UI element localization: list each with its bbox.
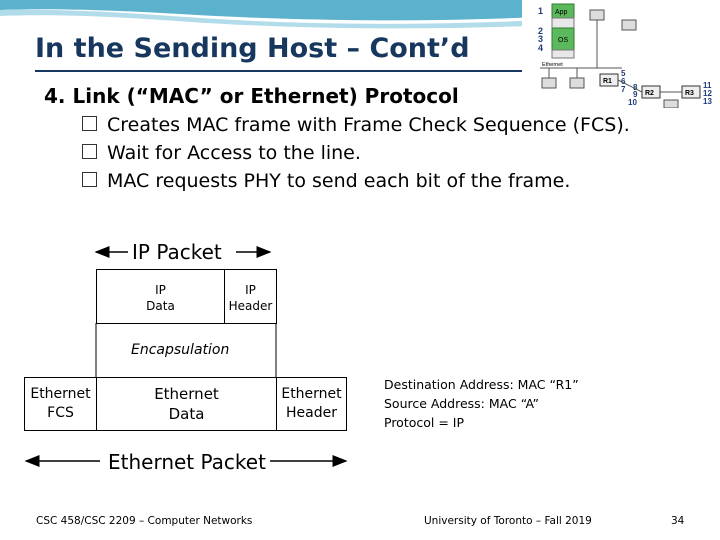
checkbox-bullet-icon bbox=[82, 144, 97, 159]
thumb-num: 11 bbox=[703, 81, 712, 90]
thumb-num: 12 bbox=[703, 89, 712, 98]
thumb-ethernet-label: Ethernet bbox=[542, 62, 563, 68]
bullet-item: Wait for Access to the line. bbox=[82, 142, 361, 164]
computer-icon bbox=[621, 19, 637, 31]
computer-icon bbox=[589, 9, 605, 21]
thumb-num: 7 bbox=[621, 85, 626, 94]
thumb-num: 8 bbox=[633, 83, 638, 92]
ethernet-fcs-cell: Ethernet FCS bbox=[24, 377, 97, 431]
thumb-layer-1: 1 bbox=[538, 6, 543, 16]
ip-packet-label: IP Packet bbox=[132, 240, 222, 264]
thumb-layer-4: 4 bbox=[538, 43, 543, 53]
thumb-num: 5 bbox=[621, 69, 626, 78]
network-thumbnail: 1 2 3 4 App OS Ethernet R1 5 6 7 8 9 10 … bbox=[522, 0, 720, 108]
page-number: 34 bbox=[671, 515, 685, 527]
thumb-layer-3: 3 bbox=[538, 34, 543, 44]
header-details: Destination Address: MAC “R1” Source Add… bbox=[384, 376, 579, 432]
svg-text:R1: R1 bbox=[603, 78, 612, 85]
thumb-num: 10 bbox=[628, 98, 637, 107]
ethernet-data-cell: Ethernet Data bbox=[96, 377, 277, 431]
bullet-item: Creates MAC frame with Frame Check Seque… bbox=[82, 114, 630, 136]
thumb-num: 13 bbox=[703, 97, 712, 106]
bullet-text: Wait for Access to the line. bbox=[107, 142, 361, 164]
bullet-text: MAC requests PHY to send each bit of the… bbox=[107, 170, 571, 192]
slide-title: In the Sending Host – Cont’d bbox=[35, 33, 470, 64]
bullet-item: MAC requests PHY to send each bit of the… bbox=[82, 170, 570, 192]
thumb-num: 6 bbox=[621, 77, 626, 86]
ip-header-cell: IP Header bbox=[224, 269, 277, 324]
thumb-layer-2: 2 bbox=[538, 26, 543, 36]
destination-address: Destination Address: MAC “R1” bbox=[384, 377, 579, 392]
title-underline bbox=[35, 70, 525, 72]
footer-course: CSC 458/CSC 2209 – Computer Networks bbox=[36, 515, 253, 527]
checkbox-bullet-icon bbox=[82, 116, 97, 131]
encapsulation-label: Encapsulation bbox=[131, 342, 230, 358]
source-address: Source Address: MAC “A” bbox=[384, 395, 540, 411]
thumb-num: 9 bbox=[633, 90, 638, 99]
svg-text:R3: R3 bbox=[685, 90, 694, 97]
section-heading: 4. Link (“MAC” or Ethernet) Protocol bbox=[44, 84, 459, 108]
thumb-app-label: App bbox=[555, 9, 568, 16]
footer-university: University of Toronto – Fall 2019 bbox=[424, 515, 592, 527]
computer-icon bbox=[663, 99, 679, 108]
svg-text:R2: R2 bbox=[645, 90, 654, 97]
ip-data-cell: IP Data bbox=[96, 269, 225, 324]
computer-icon bbox=[569, 77, 585, 89]
bullet-text: Creates MAC frame with Frame Check Seque… bbox=[107, 114, 630, 136]
ethernet-header-cell: Ethernet Header bbox=[276, 377, 347, 431]
checkbox-bullet-icon bbox=[82, 172, 97, 187]
computer-icon bbox=[541, 77, 557, 89]
thumb-os-label: OS bbox=[558, 37, 568, 44]
ethernet-packet-label: Ethernet Packet bbox=[108, 450, 266, 474]
protocol-field: Protocol = IP bbox=[384, 414, 465, 430]
